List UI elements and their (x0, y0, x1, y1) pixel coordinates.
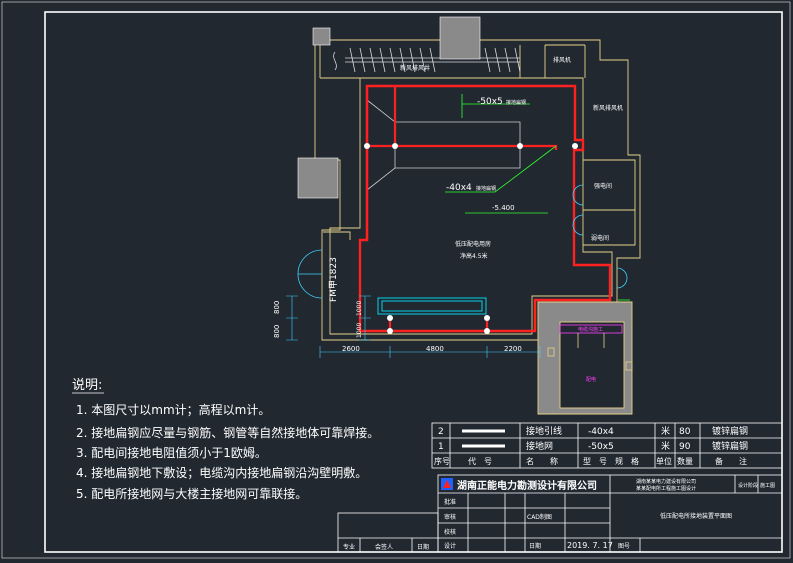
mat-row2-qty: 80 (679, 427, 691, 437)
left-cell-date: 日期 (417, 543, 429, 551)
cad-label: CAD制图 (527, 513, 552, 521)
mat-row2-no: 2 (438, 427, 444, 437)
notes-title: 说明: (72, 378, 102, 393)
label-annex-room: 配电 (586, 376, 596, 383)
company-logo (441, 478, 453, 490)
label-steel-40: -40x4 (446, 183, 472, 193)
title-block (337, 474, 783, 553)
dimension-lines (286, 295, 541, 358)
mat-row2-unit: 米 (661, 425, 670, 437)
left-cell-major: 专业 (343, 543, 355, 551)
ground-loop (358, 84, 612, 333)
mat-h-no: 序号 (434, 456, 450, 466)
fig-no-label: 图号 (618, 543, 630, 550)
label-room-b: 弱电间 (591, 234, 609, 242)
ground-branch-5 (388, 318, 489, 331)
equipment-block-left (297, 157, 339, 199)
row-label-design: 设计 (444, 542, 456, 550)
left-cell-signer: 会签人 (375, 543, 393, 551)
note-2: 2. 接地扁钢应尽量与钢筋、钢管等自然接地体可靠焊接。 (76, 425, 379, 440)
materials-table-text: 2 接地引线 -40x4 米 80 镀锌扁钢 1 接地网 -50x5 米 90 … (434, 425, 748, 466)
note-5: 5. 配电所接地网与大楼主接地网可靠联接。 (76, 486, 307, 501)
mat-h-name: 名 称 (526, 456, 558, 466)
switchgear-cabinet (377, 297, 487, 315)
equipment-block-shaft (439, 16, 481, 60)
door-swings (297, 184, 628, 299)
label-steel-50-note: 接地扁钢 (506, 99, 526, 106)
label-main-room-1: 低压配电用房 (455, 240, 491, 248)
annex-room (537, 301, 633, 415)
mat-h-code: 代 号 (468, 456, 492, 466)
mat-row2-spec: -40x4 (588, 427, 614, 437)
project-line-2: 某某配电所工程施工图设计 (636, 485, 696, 492)
mat-h-qty: 数量 (677, 456, 693, 466)
company-name: 湖南正能电力勘测设计有限公司 (457, 479, 597, 492)
label-door-code: FM甲1823 (328, 257, 339, 302)
date-value: 2019. 7. 17 (567, 541, 613, 550)
date-label: 日期 (529, 542, 541, 550)
mat-h-unit: 单位 (656, 456, 672, 466)
row-label-check: 校核 (444, 528, 456, 536)
label-top-device: 新风排风机 (593, 104, 623, 112)
dim-cab-h1: 800 (273, 301, 281, 314)
mat-row2-name: 接地引线 (526, 425, 562, 437)
note-3: 3. 配电间接地电阻值须小于1欧姆。 (76, 445, 267, 460)
title-block-text: 湖南正能电力勘测设计有限公司 湖南某某电力建设有限公司 某某配电所工程施工图设计… (343, 478, 775, 551)
label-vent-shaft: 排风机 (553, 56, 571, 64)
dim-bay-h1: 1000 (356, 301, 363, 316)
note-4: 4. 接地扁钢地下敷设；电缆沟内接地扁钢沿沟壁明敷。 (76, 465, 367, 480)
label-steel-50: -50x5 (477, 97, 503, 107)
label-room-a: 强电间 (594, 182, 612, 190)
drawing-name: 低压配电所接地装置平面图 (660, 512, 732, 520)
project-line-1: 湖南某某电力建设有限公司 (636, 478, 696, 485)
pipe-coil (333, 47, 521, 73)
label-main-room-2: 净高4.5米 (460, 252, 488, 260)
dim-1: 2600 (342, 345, 360, 353)
notes: 说明: 1. 本图尺寸以mm计；高程以m计。 2. 接地扁钢应尽量与钢筋、钢管等… (72, 378, 379, 501)
dim-cab-h2: 800 (273, 325, 281, 338)
note-1: 1. 本图尺寸以mm计；高程以m计。 (76, 402, 270, 417)
mat-row1-no: 1 (438, 442, 444, 452)
mat-row1-unit: 米 (661, 440, 670, 452)
mat-h-spec: 型 号 规 格 (583, 456, 639, 466)
row-label-review: 审核 (444, 513, 456, 521)
leader-lines (445, 94, 630, 301)
materials-table (431, 422, 783, 469)
design-stage-label: 设计阶段 (738, 482, 758, 489)
ground-nodes (364, 143, 578, 334)
mat-h-note: 备 注 (715, 456, 747, 466)
mat-row2-note: 镀锌扁钢 (712, 425, 748, 437)
label-steel-40-note: 接地扁钢 (476, 185, 496, 192)
row-label-approve: 批准 (444, 498, 456, 506)
dim-2: 4800 (426, 345, 444, 353)
design-stage-value: 施工图 (760, 482, 775, 489)
equipment-block-top-left (312, 27, 331, 46)
mat-row1-note: 镀锌扁钢 (712, 440, 748, 452)
ground-branch-2 (520, 144, 558, 150)
mat-row1-spec: -50x5 (588, 442, 614, 452)
mat-row1-name: 接地网 (526, 440, 553, 452)
label-exhaust-shaft: 新风排风井 (400, 64, 430, 72)
building-walls (314, 30, 641, 341)
dim-bay-h2: 1000 (356, 323, 363, 338)
plan-labels: 新风排风井 排风机 新风排风机 强电间 弱电间 低压配电用房 净高4.5米 -5… (273, 56, 623, 383)
dim-3: 2200 (504, 345, 522, 353)
label-annex: 电缆沟施工 (578, 326, 603, 333)
label-level: -5.400 (492, 204, 515, 212)
mat-row1-qty: 90 (679, 442, 691, 452)
